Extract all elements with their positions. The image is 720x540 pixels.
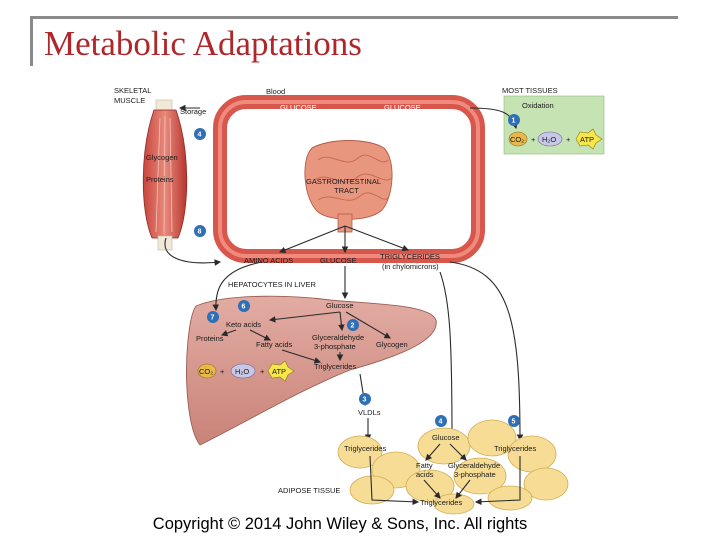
arrow-left-trig-to-bottom (369, 455, 420, 506)
blood-glucose-left: GLUCOSE (280, 103, 317, 112)
arrow-adipose-glucose-to-fatty (425, 443, 441, 461)
step-7: 7 (211, 315, 215, 322)
slide-title: Metabolic Adaptations (44, 24, 362, 63)
atp-starburst (575, 128, 603, 150)
plus-1: + (531, 135, 536, 144)
adipose-fatty-2: acids (416, 470, 434, 479)
arrow-glucose-to-glycogen (345, 311, 391, 339)
liver-shape (186, 295, 437, 446)
arrow-g3p-to-trig-bottom (455, 479, 471, 499)
blood-label: Blood (266, 87, 285, 96)
step-badge-2 (347, 319, 359, 331)
liver-h2o-bubble (230, 363, 256, 379)
step-badge-4a (194, 128, 206, 140)
skeletal-label-1: SKELETAL (114, 86, 151, 95)
arrow-amino-to-liver (212, 261, 263, 312)
absorbed-chylomicrons: (in chylomicrons) (382, 262, 439, 271)
liver-plus-2: + (260, 367, 265, 376)
gi-label-2: TRACT (334, 186, 359, 195)
arrow-gi-to-amino (278, 225, 346, 254)
step-8: 8 (198, 229, 202, 236)
arrow-glucose-to-keto (268, 311, 341, 323)
liver-plus-1: + (220, 367, 225, 376)
gi-tract (304, 140, 393, 233)
adipose-glucose: Glucose (432, 433, 460, 442)
arrow-fatty-to-trig-bottom (423, 479, 441, 499)
arrow-muscle-to-amino (164, 237, 222, 266)
step-badges: 1 2 3 4 4 5 6 7 8 (194, 114, 520, 427)
step-badge-3 (359, 393, 371, 405)
liver-vldls: VLDLs (358, 408, 381, 417)
liver-keto-acids: Keto acids (226, 320, 261, 329)
plus-2: + (566, 135, 571, 144)
gi-label-1: GASTROINTESTINAL (306, 177, 381, 186)
co2-bubble (508, 131, 528, 147)
arrow-keto-to-fatty (249, 329, 271, 341)
copyright-footer: Copyright © 2014 John Wiley & Sons, Inc.… (152, 515, 528, 533)
liver-atp-starburst (267, 360, 295, 382)
step-badge-7 (207, 311, 219, 323)
step-5: 5 (512, 419, 516, 426)
step-2: 2 (351, 323, 355, 330)
arrow-fatty-to-trig (281, 349, 322, 364)
title-frame-left (30, 16, 33, 66)
absorbed-amino-acids: AMINO ACIDS (244, 256, 293, 265)
title-frame-top (30, 16, 678, 19)
step-badge-4b (435, 415, 447, 427)
adipose-label: ADIPOSE TISSUE (278, 486, 340, 495)
step-badge-5 (508, 415, 520, 427)
step-6: 6 (242, 304, 246, 311)
liver-co2-bubble (197, 363, 217, 379)
arrow-chylo-to-adipose (449, 261, 524, 442)
liver-glucose: Glucose (326, 301, 354, 310)
arrow-blood-glucose-to-adipose (439, 271, 456, 442)
step-1: 1 (512, 118, 516, 125)
liver-triglycerides: Triglycerides (314, 362, 356, 371)
muscle-storage: Storage (180, 107, 206, 116)
arrow-right-trig-to-bottom (474, 456, 521, 506)
co2-label: CO₂ (510, 135, 524, 144)
liver-glycogen: Glycogen (376, 340, 408, 349)
adipose-triglycerides-bottom: Triglycerides (420, 498, 462, 507)
step-badge-8 (194, 225, 206, 237)
adipose-cells (337, 419, 569, 515)
adipose-g3p-2: 3-phosphate (454, 470, 496, 479)
arrow-glucose-to-g3p (338, 311, 345, 332)
muscle-proteins: Proteins (146, 175, 174, 184)
adipose-g3p-1: Glyceraldehyde (448, 461, 500, 470)
arrow-adipose-glucose-to-g3p (449, 443, 467, 461)
step-4b: 4 (439, 419, 443, 426)
h2o-label: H₂O (542, 135, 556, 144)
oxidation-label: Oxidation (522, 101, 554, 110)
liver-proteins: Proteins (196, 334, 224, 343)
step-badge-6 (238, 300, 250, 312)
arrow-keto-to-proteins (220, 329, 237, 337)
liver-co2: CO₂ (199, 367, 213, 376)
step-4a: 4 (198, 132, 202, 139)
most-tissues-label: MOST TISSUES (502, 86, 558, 95)
liver-h2o: H₂O (235, 367, 249, 376)
liver-fatty-acids: Fatty acids (256, 340, 293, 349)
step-badge-1 (508, 114, 520, 126)
liver-g3p-2: 3-phosphate (314, 342, 356, 351)
muscle-glycogen: Glycogen (146, 153, 178, 162)
blood-glucose-right: GLUCOSE (384, 103, 421, 112)
adipose-triglycerides-right: Triglycerides (494, 444, 536, 453)
adipose-fatty-1: Fatty (416, 461, 433, 470)
blood-vessel-highlight (218, 100, 480, 258)
skeletal-label-2: MUSCLE (114, 96, 145, 105)
adipose-triglycerides-left: Triglycerides (344, 444, 386, 453)
arrow-gi-to-triglycerides (344, 225, 410, 252)
absorbed-glucose: GLUCOSE (320, 256, 357, 265)
liver-atp: ATP (272, 367, 286, 376)
muscle-fibers (155, 115, 173, 235)
h2o-bubble (537, 131, 563, 147)
liver-label: HEPATOCYTES IN LIVER (228, 280, 317, 289)
step-3: 3 (363, 397, 367, 404)
absorbed-triglycerides: TRIGLYCERIDES (380, 252, 440, 261)
atp-label: ATP (580, 135, 594, 144)
muscle-belly (142, 109, 188, 239)
liver-g3p-1: Glyceraldehyde (312, 333, 364, 342)
